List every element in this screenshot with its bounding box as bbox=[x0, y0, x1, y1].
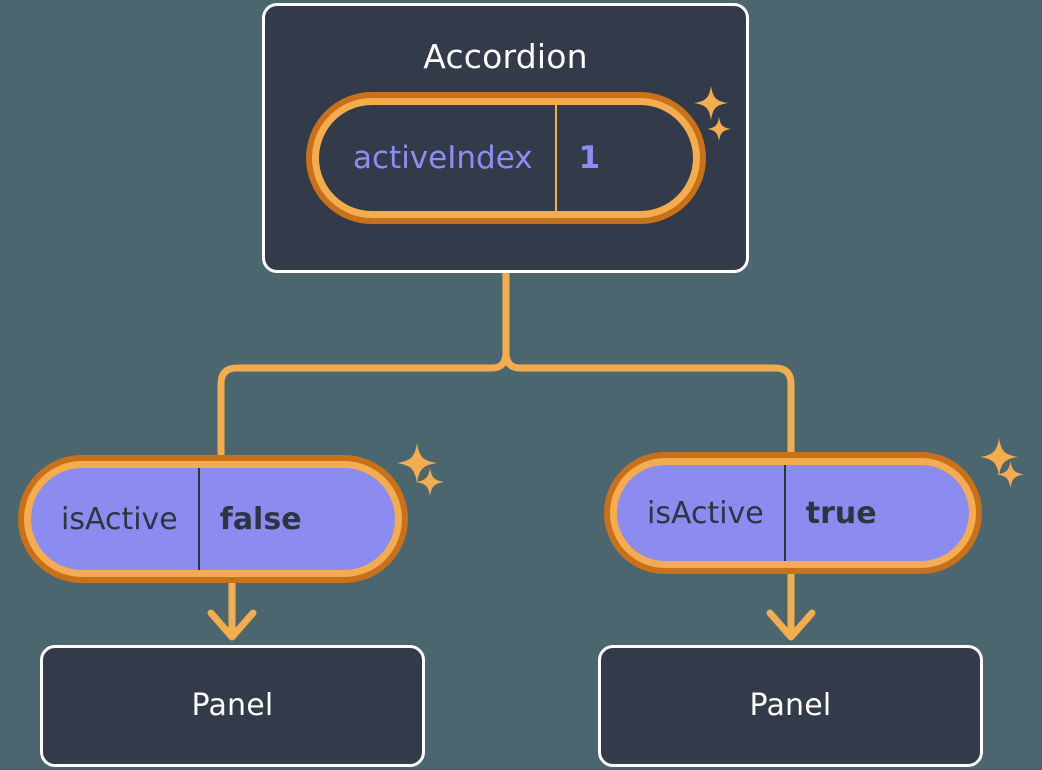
state-pill-inner: isActive false bbox=[31, 468, 395, 570]
panel-component-box-right[interactable]: Panel bbox=[598, 645, 983, 767]
state-pill-isactive-true[interactable]: isActive true bbox=[604, 452, 982, 574]
sparkle-large-icon bbox=[397, 443, 437, 483]
sparkle-small-icon bbox=[997, 461, 1024, 488]
state-pill-isactive-false[interactable]: isActive false bbox=[18, 455, 408, 583]
sparkle-large-icon bbox=[980, 438, 1018, 476]
panel-component-box-left[interactable]: Panel bbox=[40, 645, 425, 767]
state-pill-activeindex[interactable]: activeIndex 1 bbox=[306, 92, 706, 224]
state-pill-inner: activeIndex 1 bbox=[319, 105, 693, 211]
connector-trunk-right bbox=[502, 269, 795, 459]
state-value-isactive-left: false bbox=[219, 501, 302, 537]
connector-trunk-left bbox=[217, 269, 510, 462]
accordion-title: Accordion bbox=[423, 37, 588, 76]
sparkle-small-icon bbox=[416, 468, 444, 496]
panel-title-right: Panel bbox=[749, 688, 832, 723]
state-value-isactive-right: true bbox=[805, 495, 877, 531]
panel-title-left: Panel bbox=[191, 688, 274, 723]
state-key-isactive-right: isActive bbox=[617, 465, 786, 561]
arrow-head-right bbox=[766, 609, 816, 641]
state-value-activeindex: 1 bbox=[578, 140, 601, 176]
state-key-isactive-left: isActive bbox=[31, 468, 200, 570]
state-pill-inner: isActive true bbox=[617, 465, 969, 561]
arrow-head-left bbox=[207, 609, 257, 641]
state-key-activeindex: activeIndex bbox=[319, 105, 557, 211]
